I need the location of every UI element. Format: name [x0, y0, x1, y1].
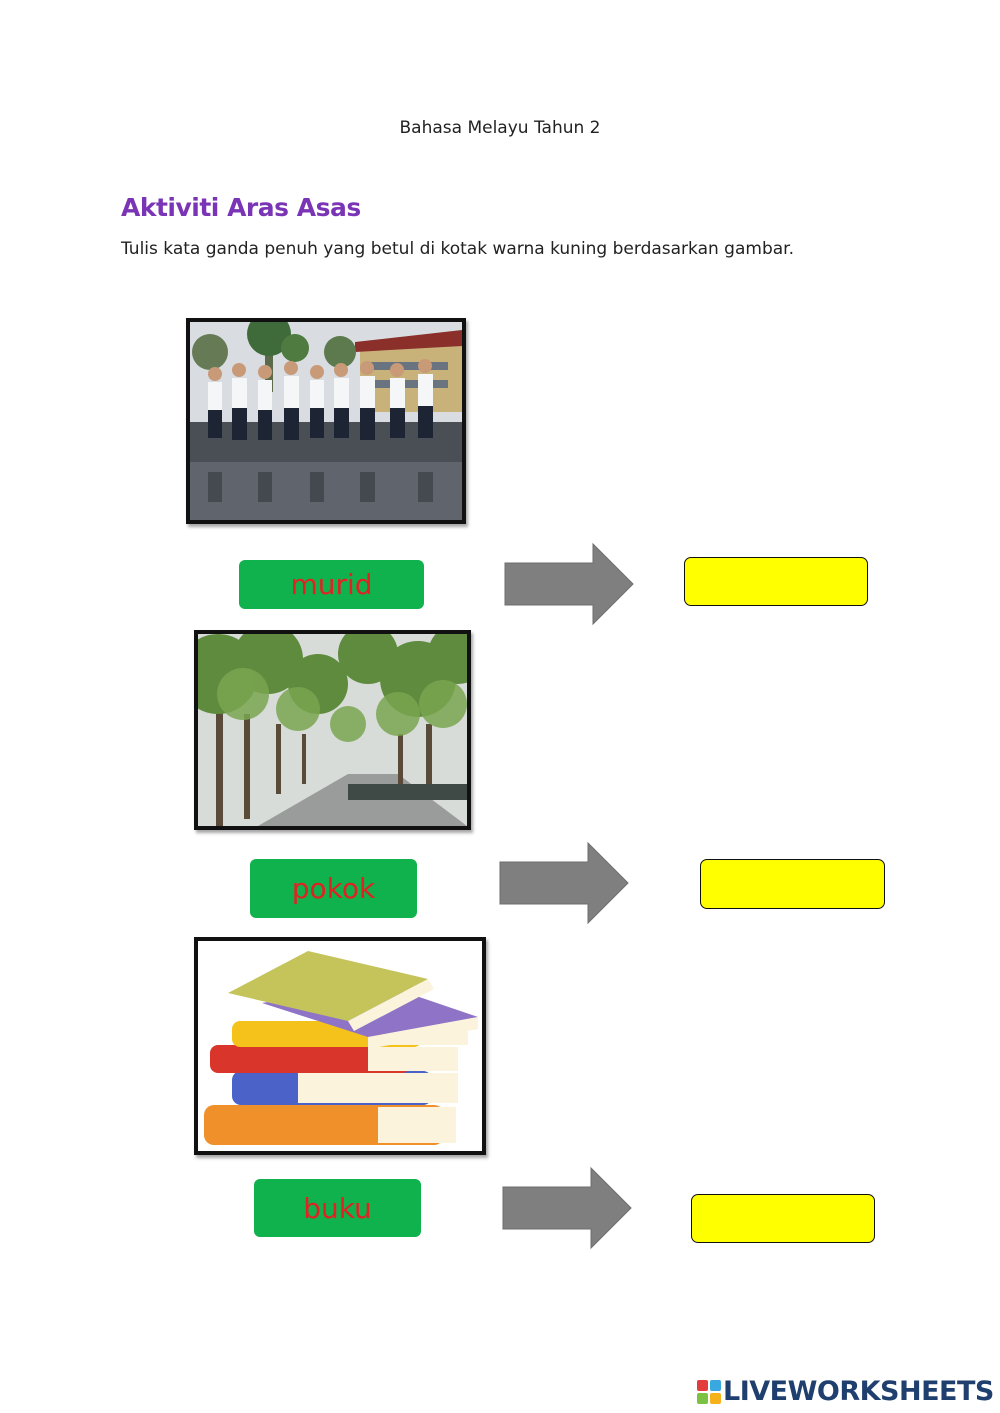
word-label: pokok: [291, 872, 376, 905]
trees-road-photo: [194, 630, 471, 830]
answer-box-1[interactable]: [684, 557, 868, 606]
word-label: murid: [290, 568, 373, 601]
arrow-right-icon: [499, 842, 629, 924]
brand-name: LIVEWORKSHEETS: [723, 1376, 994, 1407]
word-box-pokok: pokok: [250, 859, 417, 918]
word-label: buku: [303, 1191, 372, 1225]
liveworksheets-logo-icon: [697, 1379, 721, 1404]
answer-box-2[interactable]: [700, 859, 885, 909]
arrow-right-icon: [504, 543, 634, 625]
answer-input-1[interactable]: [685, 558, 867, 605]
word-box-murid: murid: [239, 560, 424, 609]
answer-input-3[interactable]: [692, 1195, 874, 1242]
activity-instruction: Tulis kata ganda penuh yang betul di kot…: [121, 239, 794, 259]
activity-title: Aktiviti Aras Asas: [121, 193, 361, 222]
school-children-photo: [186, 318, 466, 524]
liveworksheets-logo: LIVEWORKSHEETS: [697, 1376, 994, 1407]
worksheet-header: Bahasa Melayu Tahun 2: [399, 118, 601, 138]
book-stack-illustration: [194, 937, 486, 1155]
arrow-right-icon: [502, 1167, 632, 1249]
answer-input-2[interactable]: [701, 860, 884, 908]
answer-box-3[interactable]: [691, 1194, 875, 1243]
word-box-buku: buku: [254, 1179, 421, 1237]
